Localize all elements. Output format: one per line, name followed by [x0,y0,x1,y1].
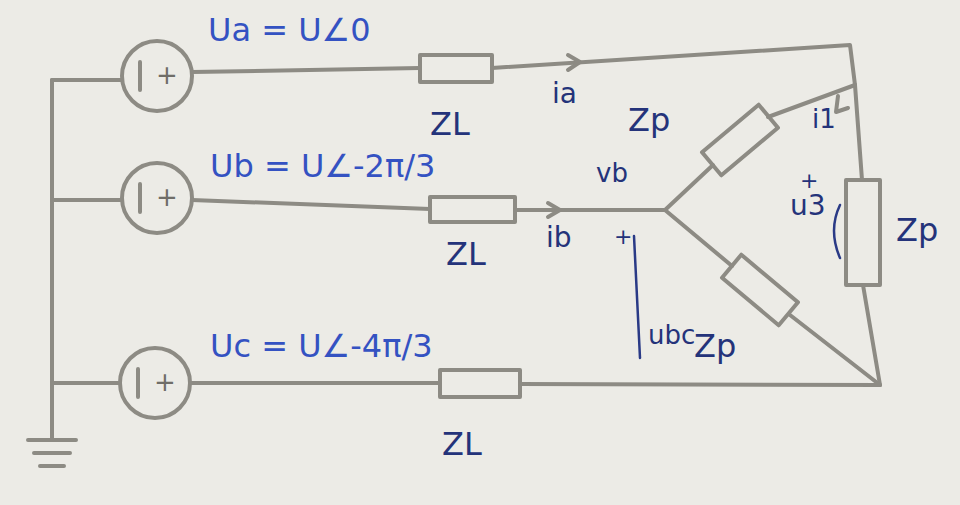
voltage-label: Ub = U∠-2π/3 [210,150,435,182]
current-arrow [568,55,580,70]
current-arrow [548,203,560,217]
voltage-bracket [834,205,840,258]
resistor-symbol [846,180,880,285]
impedance-label: ZL [442,428,482,460]
voltage-label: u3 [790,192,826,220]
resistor-symbol [440,370,520,397]
impedance-label: ZL [430,108,470,140]
polarity-sign: + [800,170,818,192]
current-label: ib [546,224,572,252]
resistor-symbol [420,55,492,82]
voltage-label: Uc = U∠-4π/3 [210,330,433,362]
node-voltage-label: vb [596,160,628,186]
voltage-source [120,348,190,418]
ground-bus [50,80,54,440]
voltage-label: ubc [648,322,695,348]
resistor-symbol [702,105,778,176]
resistor-symbol [430,197,515,222]
impedance-label: ZL [446,238,486,270]
impedance-label: Zp [628,104,670,136]
voltage-source [122,41,192,111]
impedance-label: Zp [694,330,736,362]
source-minus [138,62,140,397]
current-label: i1 [812,106,836,132]
polarity-sign: + [614,226,632,248]
source-plus: + [156,184,178,210]
ground-symbol [28,440,76,466]
source-plus: + [154,369,176,395]
voltage-source [122,163,192,233]
voltage-label: Ua = U∠0 [208,14,371,46]
source-plus: + [156,62,178,88]
impedance-label: Zp [896,214,938,246]
current-arrow [836,96,848,112]
resistor-symbol [722,255,798,326]
current-label: ia [552,80,577,108]
voltage-bracket [634,236,640,358]
